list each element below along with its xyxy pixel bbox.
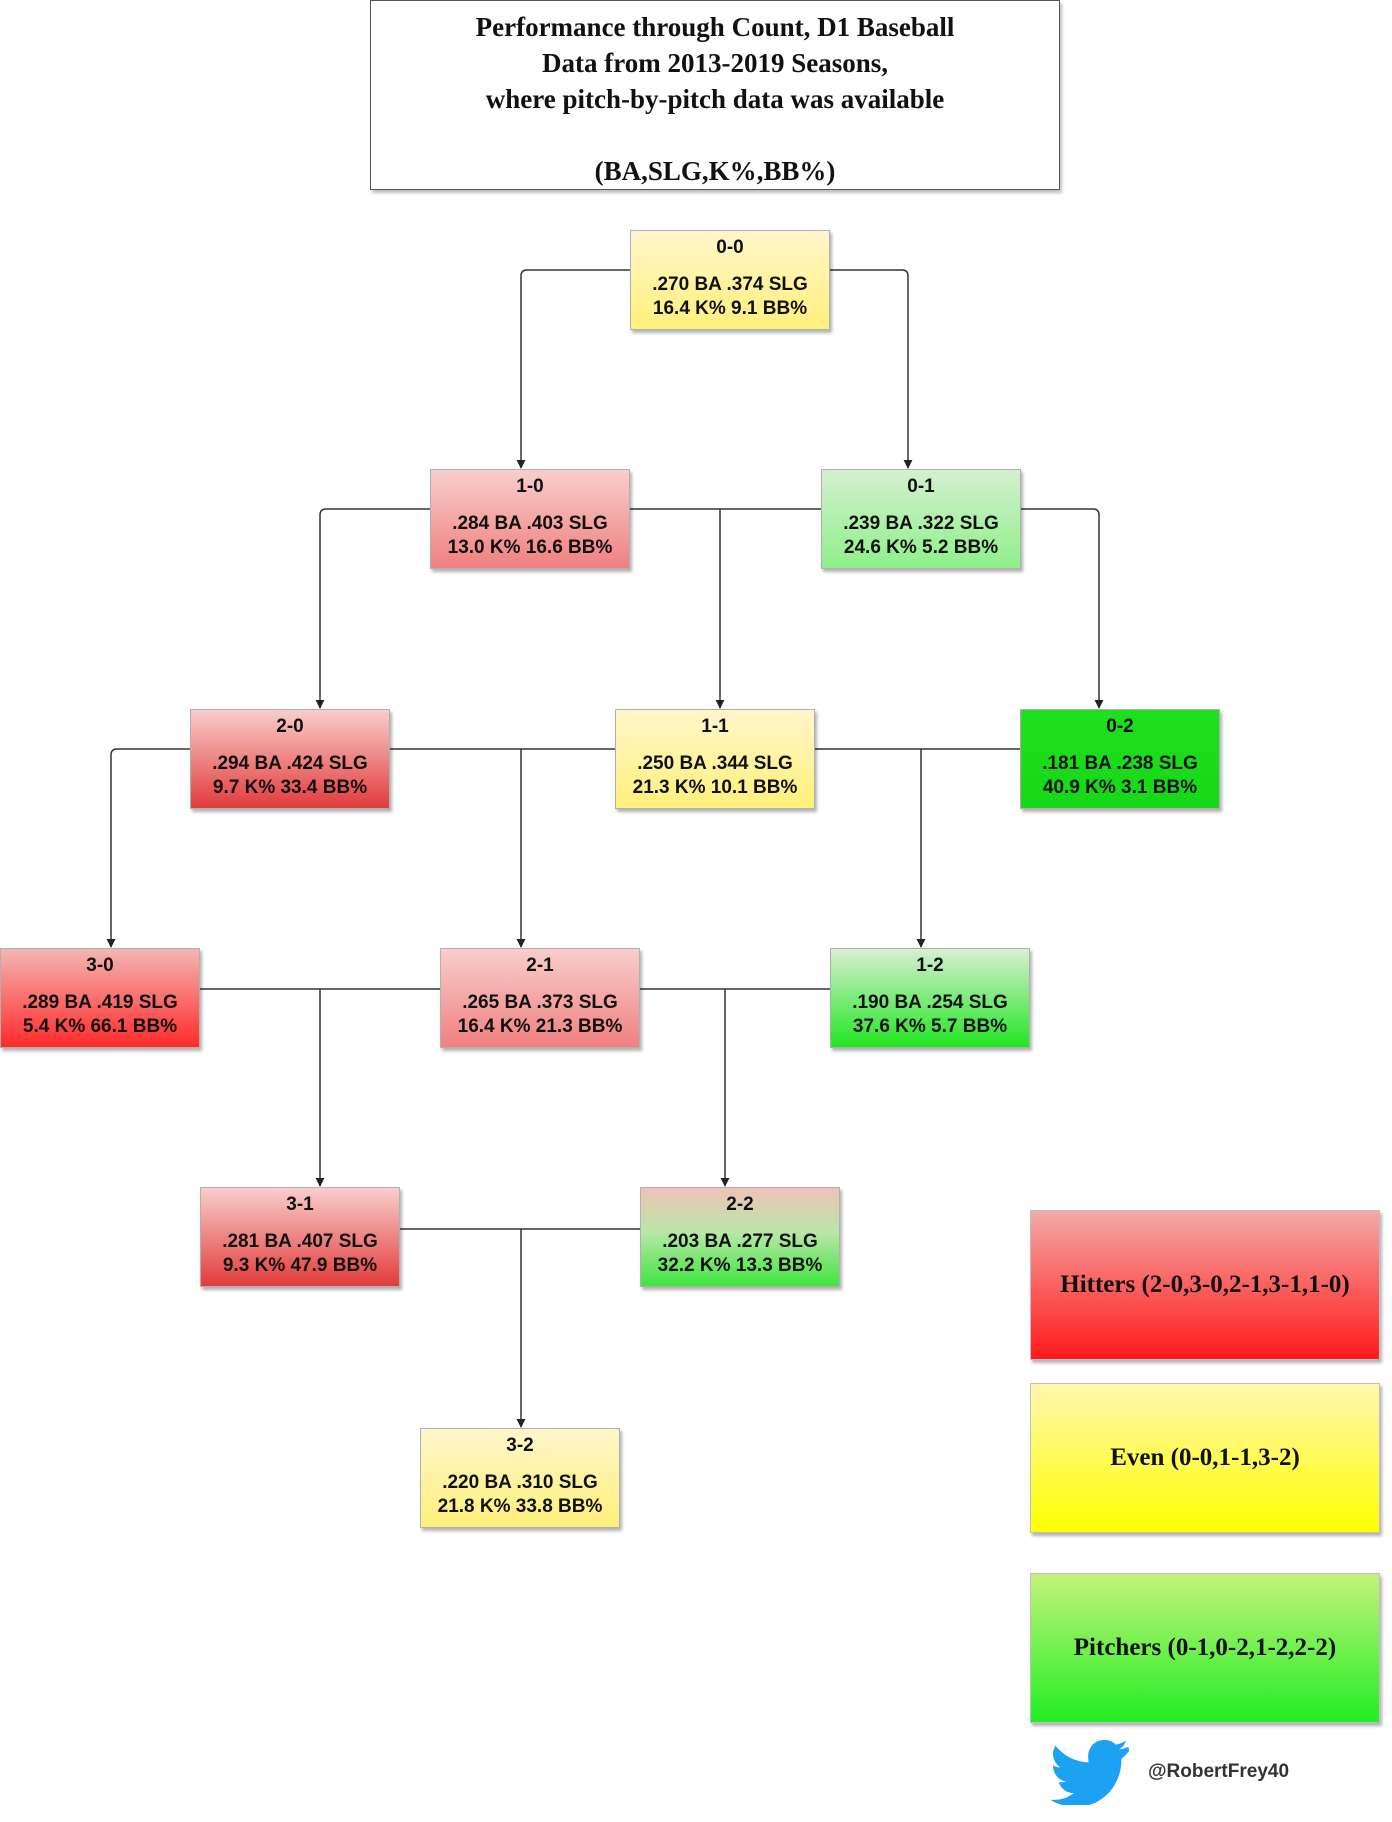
twitter-handle: @RobertFrey40 — [1148, 1761, 1290, 1782]
count-node-0-1: 0-1 .239 BA .322 SLG 24.6 K% 5.2 BB% — [821, 469, 1021, 569]
count-label: 0-2 — [1106, 716, 1134, 737]
count-node-1-1: 1-1 .250 BA .344 SLG 21.3 K% 10.1 BB% — [615, 709, 815, 809]
count-label: 3-2 — [506, 1435, 534, 1456]
count-node-3-0: 3-0 .289 BA .419 SLG 5.4 K% 66.1 BB% — [0, 948, 200, 1048]
stats-k-bb: 16.4 K% 21.3 BB% — [457, 1016, 623, 1037]
edge-20-30 — [106, 748, 190, 948]
legend-hitters: Hitters (2-0,3-0,2-1,3-1,1-0) — [1030, 1210, 1380, 1360]
stats-ba-slg: .294 BA .424 SLG — [212, 753, 368, 774]
count-node-0-2: 0-2 .181 BA .238 SLG 40.9 K% 3.1 BB% — [1020, 709, 1220, 809]
count-label: 2-2 — [726, 1194, 754, 1215]
stats-k-bb: 37.6 K% 5.7 BB% — [852, 1016, 1008, 1037]
legend-even-label: Even (0-0,1-1,3-2) — [1110, 1444, 1300, 1471]
stats-k-bb: 24.6 K% 5.2 BB% — [843, 537, 999, 558]
count-node-3-2: 3-2 .220 BA .310 SLG 21.8 K% 33.8 BB% — [420, 1428, 620, 1528]
count-label: 0-0 — [716, 237, 744, 258]
stats-k-bb: 21.8 K% 33.8 BB% — [437, 1496, 603, 1517]
legend-hitters-label: Hitters (2-0,3-0,2-1,3-1,1-0) — [1060, 1271, 1350, 1298]
count-node-1-0: 1-0 .284 BA .403 SLG 13.0 K% 16.6 BB% — [430, 469, 630, 569]
edge-01-02 — [1021, 508, 1104, 709]
edge-10-20 — [315, 508, 430, 709]
legend-pitchers-label: Pitchers (0-1,0-2,1-2,2-2) — [1073, 1634, 1337, 1661]
count-label: 1-1 — [701, 716, 729, 737]
stats-ba-slg: .265 BA .373 SLG — [462, 992, 618, 1013]
count-label: 1-0 — [516, 476, 544, 497]
title-line-2: Data from 2013-2019 Seasons, — [542, 48, 888, 78]
count-label: 0-1 — [907, 476, 935, 497]
stats-ba-slg: .284 BA .403 SLG — [452, 513, 608, 534]
stats-k-bb: 21.3 K% 10.1 BB% — [632, 777, 798, 798]
legend-pitchers: Pitchers (0-1,0-2,1-2,2-2) — [1030, 1573, 1380, 1723]
legend-even: Even (0-0,1-1,3-2) — [1030, 1383, 1380, 1533]
twitter-bird-icon — [1050, 1739, 1130, 1805]
count-label: 2-1 — [526, 955, 554, 976]
stats-ba-slg: .250 BA .344 SLG — [637, 753, 793, 774]
count-node-3-1: 3-1 .281 BA .407 SLG 9.3 K% 47.9 BB% — [200, 1187, 400, 1287]
count-node-2-0: 2-0 .294 BA .424 SLG 9.7 K% 33.4 BB% — [190, 709, 390, 809]
stats-ba-slg: .289 BA .419 SLG — [22, 992, 178, 1013]
stats-k-bb: 9.3 K% 47.9 BB% — [222, 1255, 378, 1276]
count-node-0-0: 0-0 .270 BA .374 SLG 16.4 K% 9.1 BB% — [630, 230, 830, 330]
title-box: Performance through Count, D1 Baseball D… — [370, 0, 1060, 190]
count-node-1-2: 1-2 .190 BA .254 SLG 37.6 K% 5.7 BB% — [830, 948, 1030, 1048]
stats-ba-slg: .190 BA .254 SLG — [852, 992, 1008, 1013]
count-label: 3-0 — [86, 955, 114, 976]
stats-ba-slg: .203 BA .277 SLG — [662, 1231, 818, 1252]
stats-ba-slg: .270 BA .374 SLG — [652, 274, 808, 295]
count-label: 1-2 — [916, 955, 944, 976]
stats-k-bb: 40.9 K% 3.1 BB% — [1042, 777, 1198, 798]
edge-00-10 — [516, 269, 630, 469]
count-node-2-1: 2-1 .265 BA .373 SLG 16.4 K% 21.3 BB% — [440, 948, 640, 1048]
stats-ba-slg: .220 BA .310 SLG — [442, 1472, 598, 1493]
title-line-4: (BA,SLG,K%,BB%) — [594, 156, 836, 186]
stats-ba-slg: .181 BA .238 SLG — [1042, 753, 1198, 774]
twitter-credit: @RobertFrey40 — [1050, 1739, 1290, 1805]
stats-k-bb: 16.4 K% 9.1 BB% — [652, 298, 808, 319]
stats-k-bb: 5.4 K% 66.1 BB% — [22, 1016, 178, 1037]
stats-ba-slg: .239 BA .322 SLG — [843, 513, 999, 534]
count-label: 2-0 — [276, 716, 304, 737]
stats-k-bb: 13.0 K% 16.6 BB% — [447, 537, 613, 558]
title-line-3: where pitch-by-pitch data was available — [485, 84, 945, 114]
stats-k-bb: 32.2 K% 13.3 BB% — [657, 1255, 823, 1276]
stats-k-bb: 9.7 K% 33.4 BB% — [212, 777, 368, 798]
count-node-2-2: 2-2 .203 BA .277 SLG 32.2 K% 13.3 BB% — [640, 1187, 840, 1287]
edge-00-01 — [830, 269, 913, 469]
title-line-1: Performance through Count, D1 Baseball — [475, 12, 955, 42]
stats-ba-slg: .281 BA .407 SLG — [222, 1231, 378, 1252]
count-label: 3-1 — [286, 1194, 314, 1215]
